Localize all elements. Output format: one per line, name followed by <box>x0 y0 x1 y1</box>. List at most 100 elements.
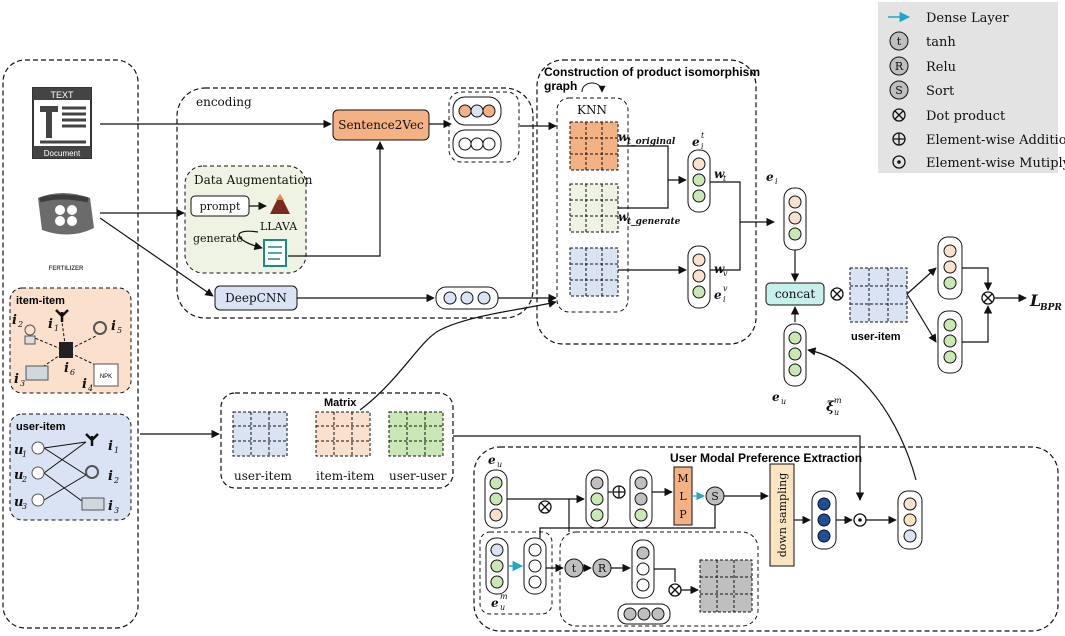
generated-document-icon <box>263 239 287 267</box>
weight-t-original: w <box>618 130 629 144</box>
umpe-e-u-sub: u <box>497 460 502 469</box>
tanh-node-letter: t <box>572 562 577 575</box>
item-item-adjacency-matrix <box>315 411 371 457</box>
attention-score-matrix <box>699 559 753 613</box>
vector-dot <box>651 607 665 621</box>
attention-subblock <box>559 531 759 627</box>
dot-product-icon <box>892 108 906 122</box>
vector-dot <box>943 244 957 258</box>
embedding-dot <box>482 104 496 118</box>
sentence2vec-box <box>332 109 430 141</box>
embedding-dot <box>477 291 491 305</box>
user-node-label: u <box>14 468 23 483</box>
user-node-sub: 2 <box>21 475 27 484</box>
vector-dot <box>490 559 504 573</box>
user-user-adjacency-matrix <box>388 411 444 457</box>
text-doc-footer: Document <box>44 149 81 158</box>
mlp-letter: M <box>677 472 688 485</box>
user-node-sub: 3 <box>22 502 27 511</box>
elementwise-multiply-icon <box>892 155 906 169</box>
e-i-v-label: e <box>714 288 722 302</box>
encoding-title: encoding <box>196 95 252 109</box>
legend-relu: Relu <box>926 60 956 75</box>
fusion-arrows <box>790 250 1027 481</box>
item-node-label: i <box>14 372 19 387</box>
concat-label: concat <box>775 287 816 301</box>
down-sampling-box <box>769 463 795 567</box>
weight-t-sub: t <box>723 174 727 183</box>
input-panel <box>2 59 139 629</box>
vector-dot <box>817 513 831 527</box>
vector-dot <box>692 253 706 267</box>
isomorphism-block <box>536 59 757 345</box>
weight-v: w <box>714 262 725 276</box>
user-modal-preference-title: User Modal Preference Extraction <box>670 451 862 465</box>
knn-label: KNN <box>577 103 607 117</box>
weight-t-original-sub: t_original <box>627 137 676 147</box>
user-node-label: u <box>14 495 23 510</box>
item-node-label: i <box>108 469 113 484</box>
item-node-label: i <box>108 499 113 514</box>
umpe-arrows <box>507 487 897 595</box>
text-document-icon: TEXT Document <box>32 87 92 159</box>
vector-dot <box>692 285 706 299</box>
encoding-block <box>176 87 534 319</box>
user-item-graph: user-item u 1 u 2 u 3 i 1 i 2 i 3 <box>9 413 132 521</box>
vector-dot <box>590 492 604 506</box>
vector-dot <box>903 513 917 527</box>
user-item-box <box>9 413 132 521</box>
legend-sort: Sort <box>926 84 955 99</box>
fusion-dot-product-icon <box>830 287 844 301</box>
item-node-sub: 6 <box>70 368 75 377</box>
embedding-dot <box>458 104 472 118</box>
field-item-icon <box>81 497 105 511</box>
vector-dot <box>943 350 957 364</box>
field-item-icon <box>25 365 49 381</box>
attention-dot-product-icon <box>668 583 682 597</box>
item-node-sub: 3 <box>20 379 25 388</box>
vector-dot <box>636 546 650 560</box>
user-avatar-icon <box>31 493 45 507</box>
knn-matrix-orange <box>569 121 619 171</box>
relu-node-letter: R <box>598 562 607 575</box>
e-i-t-sub: i <box>701 142 704 151</box>
knn-block <box>556 97 629 313</box>
vector-dot <box>590 508 604 522</box>
vector-dot <box>636 578 650 592</box>
final-dot-product-icon <box>981 291 995 305</box>
e-i-v-sup: v <box>723 284 728 293</box>
elementwise-addition-icon <box>892 132 906 146</box>
legend-elementwise-addition: Element-wise Addition <box>926 133 1065 148</box>
xi-sub: u <box>834 408 839 417</box>
vector-dot <box>788 331 802 345</box>
vector-dot <box>788 347 802 361</box>
user-item-adjacency-matrix <box>232 411 288 457</box>
vector-dot <box>788 195 802 209</box>
vector-dot <box>903 497 917 511</box>
vector-dot <box>634 492 648 506</box>
vector-dot <box>590 476 604 490</box>
knn-matrix-blue <box>569 247 619 297</box>
weight-v-sub: v <box>723 269 728 278</box>
isomorphism-arrows <box>618 145 775 275</box>
embedding-dot <box>458 137 472 151</box>
e-i-sub: i <box>775 177 778 186</box>
embedding-dot <box>470 104 484 118</box>
item-node-label: i <box>108 439 113 454</box>
generate-label: generate <box>193 232 243 245</box>
vector-dot <box>528 543 542 557</box>
npk-label: NPK <box>100 374 112 380</box>
vector-dot <box>817 497 831 511</box>
vector-dot <box>943 318 957 332</box>
e-i-label: e <box>766 170 774 184</box>
embedding-dot <box>482 137 496 151</box>
prompt-label: prompt <box>200 200 241 213</box>
user-avatar-icon <box>31 466 45 480</box>
matrix-title: Matrix <box>324 397 357 409</box>
item-node-label: i <box>82 377 87 392</box>
item-node-sub: 1 <box>54 324 59 333</box>
npk-item-icon: NPK <box>93 363 119 387</box>
matrix-block <box>220 392 454 489</box>
tanh-icon-letter: t <box>897 35 902 48</box>
